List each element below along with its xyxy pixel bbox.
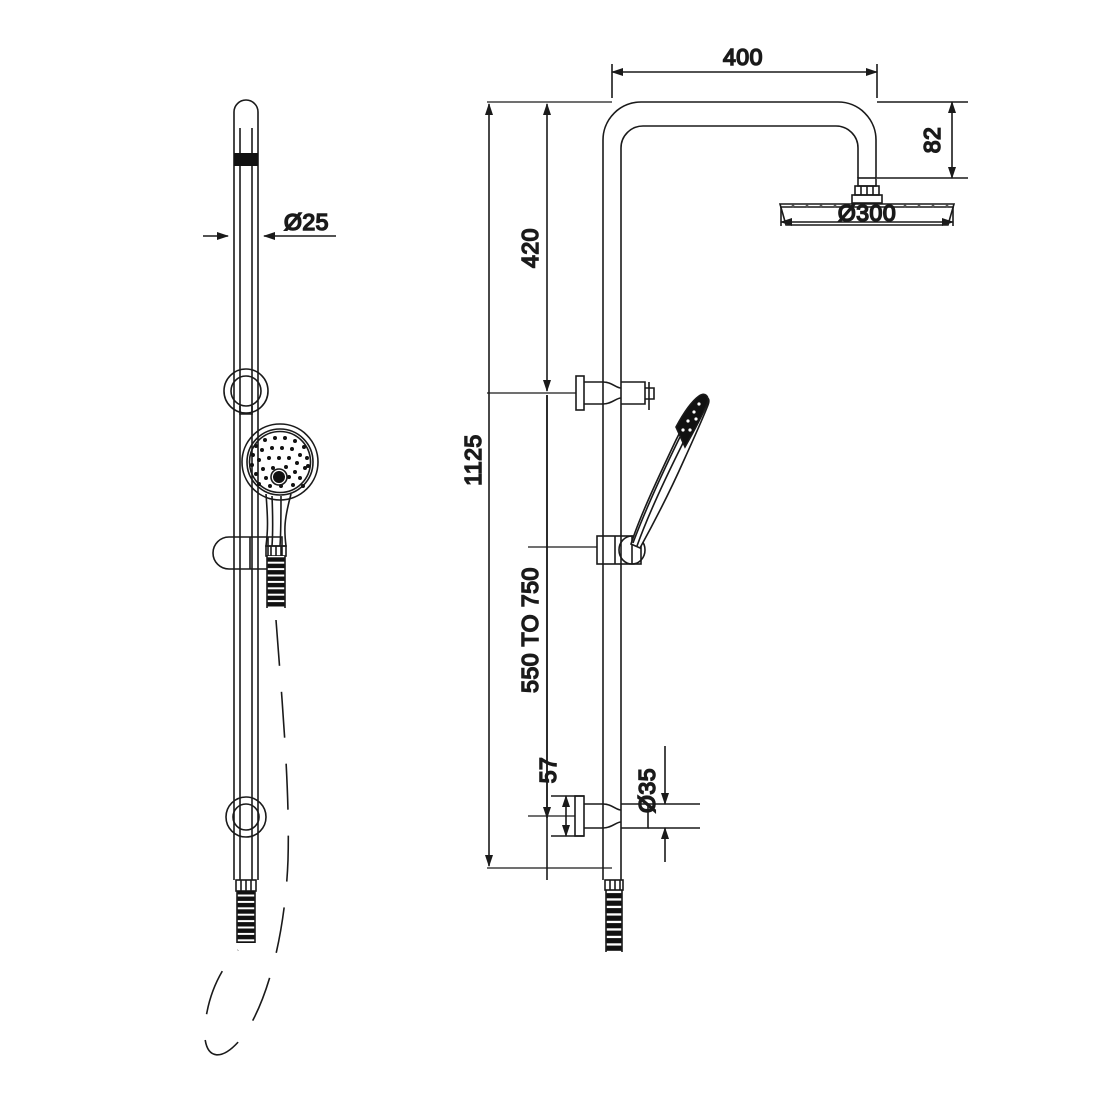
hand-shower-wand-right (630, 393, 710, 550)
left-view-slide-rail: Ø25 (203, 99, 336, 1056)
hand-shower-head-left (241, 423, 319, 501)
dim-label-400: 400 (723, 44, 763, 70)
dim-label-d300: Ø300 (838, 200, 896, 226)
hand-shower-hose-left (265, 545, 287, 608)
dim-head-diameter (780, 207, 954, 226)
rail-tube (233, 99, 259, 880)
hand-shower-handle-left (265, 493, 292, 547)
riser-and-arm (602, 101, 877, 880)
dim-label-57: 57 (535, 757, 561, 784)
upper-bracket-body (575, 375, 655, 411)
dim-column-diameter (648, 746, 700, 862)
rail-bottom-hose (237, 891, 255, 943)
hose-phantom-path (203, 619, 290, 1056)
dim-label-d25: Ø25 (284, 209, 329, 235)
rail-top-band (234, 153, 258, 166)
column-handshower-holder (596, 535, 646, 565)
dim-label-1125: 1125 (460, 434, 486, 485)
dim-arm-projection (611, 64, 878, 98)
column-lower-outlet (604, 879, 624, 952)
overhead-nozzle-row (791, 204, 949, 208)
dim-head-drop (877, 101, 968, 179)
right-view-shower-column: 400 82 Ø300 420 (459, 43, 968, 952)
dim-label-d35: Ø35 (634, 768, 660, 813)
dim-label-550-to-750: 550 TO 750 (517, 567, 543, 693)
dim-lower-bracket-offset (551, 795, 584, 837)
overhead-outlet-connector (851, 177, 883, 204)
dim-label-420: 420 (517, 228, 543, 268)
rail-bottom-connector (235, 879, 257, 892)
rail-lower-ring-bracket (225, 796, 267, 838)
dim-label-82: 82 (919, 127, 945, 154)
spray-nozzle-pattern (250, 436, 310, 488)
rail-upper-ring-bracket (223, 368, 269, 415)
witness-lines (487, 101, 612, 869)
